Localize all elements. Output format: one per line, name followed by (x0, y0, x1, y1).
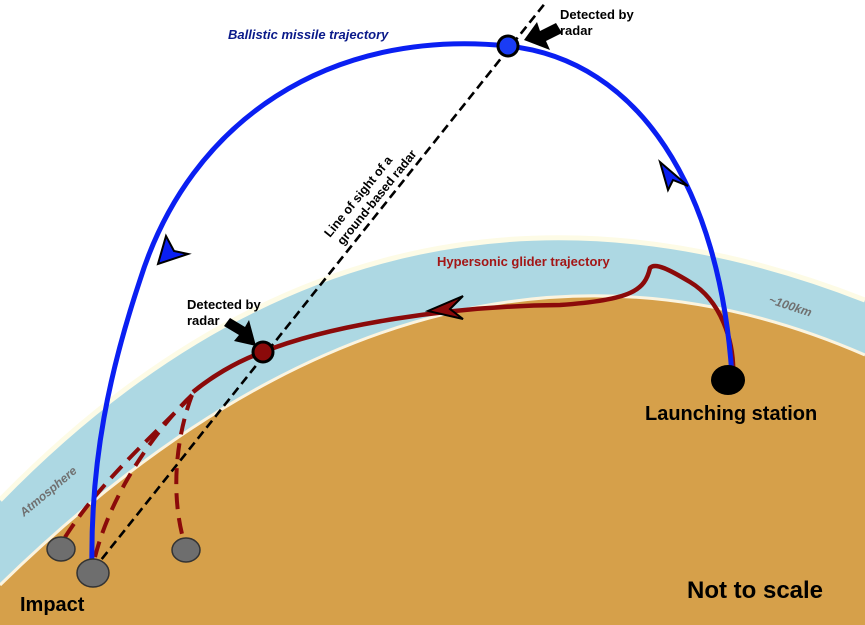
detection-point-ballistic (496, 34, 520, 58)
impact-marker-center (76, 558, 110, 588)
earth-ground (0, 295, 865, 625)
ballistic-trajectory-label: Ballistic missile trajectory (228, 27, 389, 42)
glider-descent-path-mid (90, 393, 194, 571)
ballistic-descent-chevron-icon (156, 233, 192, 266)
glider-descent-path-near (174, 394, 194, 549)
glider-direction-chevron-icon (424, 295, 464, 320)
detected-by-radar-mid-line2: radar (187, 313, 220, 328)
glider-descent-paths (60, 393, 194, 571)
launch-station-marker (711, 365, 745, 395)
impact-label: Impact (20, 594, 85, 616)
ballistic-trajectory (89, 41, 735, 571)
detected-by-radar-top-line2: radar (560, 23, 593, 38)
line-of-sight-label: Line of sight of a ground-based radar (321, 147, 419, 248)
radar-line-of-sight (91, 1, 548, 571)
black-pointer-arrow-icon (524, 22, 562, 50)
launch-station-label: Launching station (645, 403, 817, 425)
hypersonic-trajectory-label: Hypersonic glider trajectory (437, 254, 610, 269)
impact-marker-right (171, 537, 201, 563)
black-pointer-arrow-icon (224, 318, 256, 346)
glider-descent-path-far (60, 393, 194, 544)
impact-marker-left (46, 536, 76, 562)
not-to-scale-label: Not to scale (687, 577, 823, 604)
detected-by-radar-mid-line1: Detected by (187, 297, 261, 312)
detected-by-radar-top-line1: Detected by (560, 7, 634, 22)
atmosphere-edge (0, 235, 865, 502)
ballistic-ascent-chevron-icon (658, 159, 689, 193)
ground-edge (0, 294, 865, 587)
detection-point-glider (251, 340, 275, 364)
